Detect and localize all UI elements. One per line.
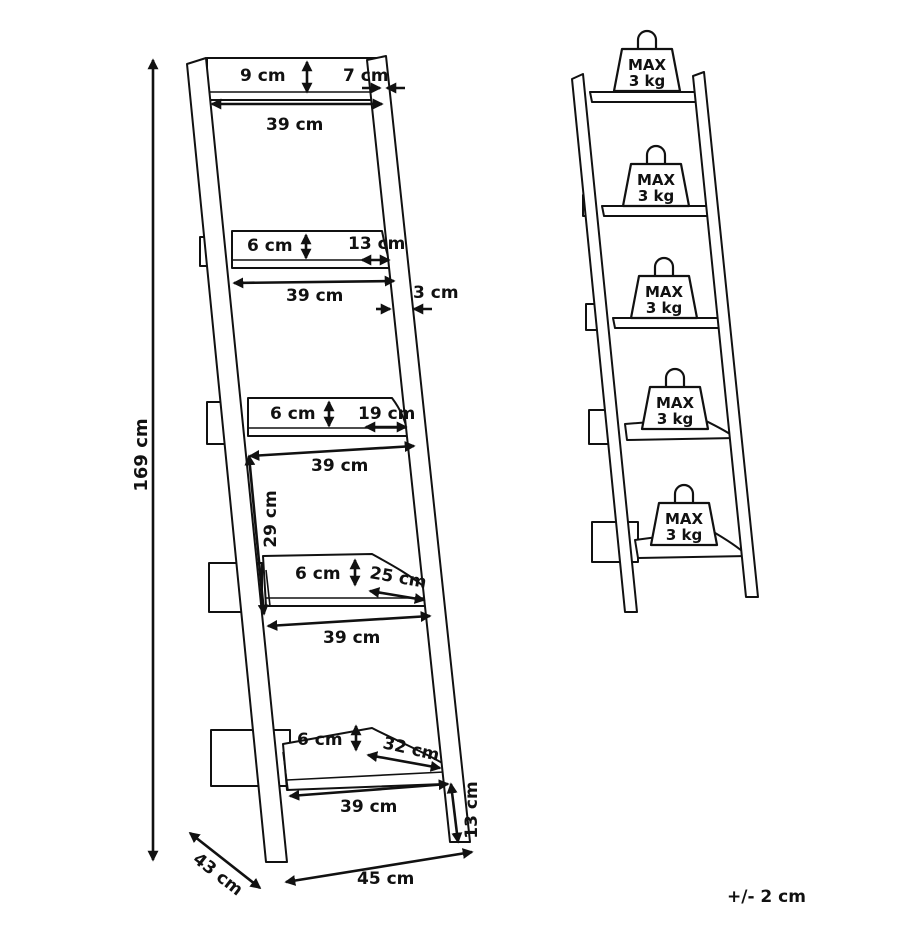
width-label: 45 cm (357, 869, 414, 889)
load-label-line1: MAX (656, 394, 695, 412)
top-shelf-width-label: 39 cm (266, 115, 323, 135)
weight-icon: MAX 3 kg (629, 256, 699, 320)
main-dimension-lines (147, 58, 474, 890)
shelf-3-width-label: 39 cm (311, 456, 368, 476)
tolerance-note: +/- 2 cm (727, 887, 806, 907)
shelf-5-width-label: 39 cm (340, 797, 397, 817)
shelf-2-width-label: 39 cm (286, 286, 343, 306)
loaded-ladder-rails (571, 71, 759, 613)
load-label-line1: MAX (628, 56, 667, 74)
load-label-line2: 3 kg (657, 410, 693, 428)
shelf-spacing-label: 29 cm (261, 490, 281, 547)
shelf-4-height-label: 6 cm (295, 564, 341, 584)
loaded-ladder: MAX 3 kg MAX 3 kg MAX 3 kg MAX 3 kg MAX (571, 29, 759, 613)
frame-thickness-label: 3 cm (413, 283, 459, 303)
shelf-5-height-label: 6 cm (297, 730, 343, 750)
weight-icon: MAX 3 kg (612, 29, 682, 93)
load-label-line1: MAX (645, 283, 684, 301)
shelf-3-depth-label: 19 cm (358, 404, 415, 424)
top-shelf-height-label: 9 cm (240, 66, 286, 86)
load-label-line1: MAX (637, 171, 676, 189)
shelf-3-height-label: 6 cm (270, 404, 316, 424)
load-label-line2: 3 kg (638, 187, 674, 205)
load-label-line2: 3 kg (666, 526, 702, 544)
main-ladder: 169 cm 9 cm 7 cm 39 cm 6 cm 13 cm 39 cm … (131, 55, 482, 900)
weight-icon: MAX 3 kg (640, 367, 710, 431)
load-label-line2: 3 kg (629, 72, 665, 90)
load-label-line2: 3 kg (646, 299, 682, 317)
depth-label: 43 cm (189, 849, 247, 900)
weight-icon: MAX 3 kg (621, 144, 691, 208)
load-weights: MAX 3 kg MAX 3 kg MAX 3 kg MAX 3 kg MAX (612, 29, 719, 547)
top-shelf-depth-label: 7 cm (343, 66, 389, 86)
load-label-line1: MAX (665, 510, 704, 528)
shelf-2-depth-label: 13 cm (348, 234, 405, 254)
shelf-2-height-label: 6 cm (247, 236, 293, 256)
shelf-4-width-label: 39 cm (323, 628, 380, 648)
weight-icon: MAX 3 kg (649, 483, 719, 547)
total-height-label: 169 cm (131, 418, 152, 491)
bottom-clearance-label: 13 cm (462, 781, 482, 838)
